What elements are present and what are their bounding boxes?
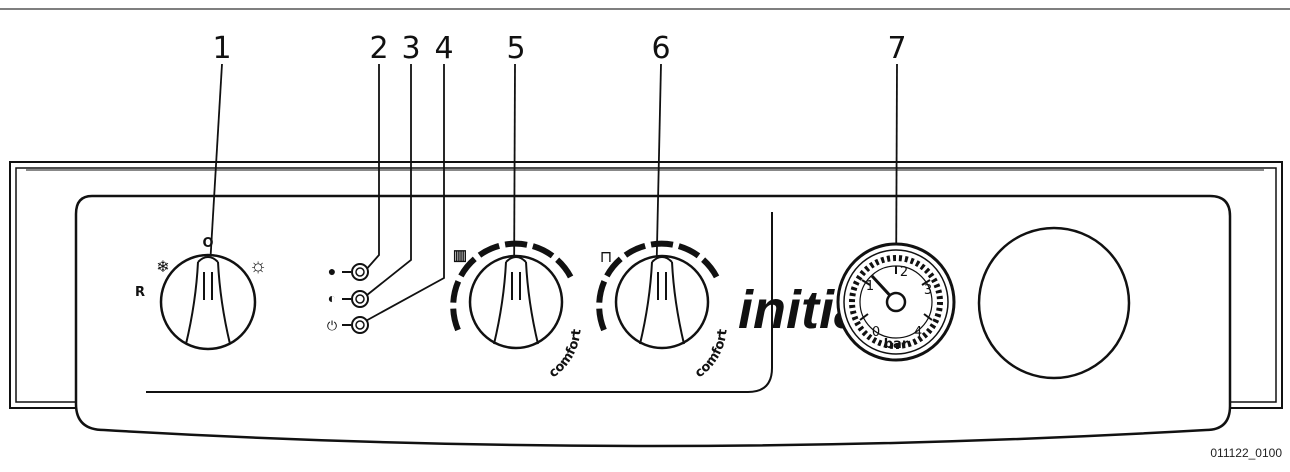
callout-6: 6 xyxy=(651,31,670,66)
gauge-scale-1: 1 xyxy=(866,279,874,294)
figure-id: 011122_0100 xyxy=(1210,446,1282,460)
radiator-icon: ▥ xyxy=(453,247,467,264)
round-cover xyxy=(977,226,1131,380)
gauge-scale-0: 0 xyxy=(872,325,880,340)
indicator-lamps: ● ◐ ⏻ xyxy=(327,263,369,334)
gauge-ticks xyxy=(859,266,933,321)
mode-selector-knob[interactable]: O R ❄ ☼ xyxy=(135,236,267,351)
power-icon: ⏻ xyxy=(327,318,337,333)
tap-icon: ⊓ xyxy=(600,249,612,266)
hot-water-scale-arc xyxy=(596,240,722,332)
heating-scale-arc xyxy=(450,240,576,332)
callout-3: 3 xyxy=(401,31,420,66)
heating-knob-grip xyxy=(493,256,539,345)
callout-2: 2 xyxy=(369,31,388,66)
callout-1: 1 xyxy=(212,31,231,66)
sun-icon: ☼ xyxy=(249,255,267,277)
knob-body xyxy=(159,253,257,351)
water-drop-icon: ● xyxy=(328,263,336,279)
hot-water-knob-body xyxy=(614,254,710,350)
flame-icon: ◐ xyxy=(328,290,336,306)
lamp-3 xyxy=(351,290,369,308)
gauge-scale-3: 3 xyxy=(924,283,932,298)
callout-numbers: 1 2 3 4 5 6 7 xyxy=(212,31,906,66)
gauge-unit-label: bar xyxy=(884,337,909,352)
hot-water-knob-grip xyxy=(639,256,685,345)
mode-reset-label: R xyxy=(135,285,145,300)
panel-contour-line xyxy=(146,212,773,393)
gauge-hub xyxy=(885,291,907,313)
heating-knob-body xyxy=(468,254,564,350)
callout-7: 7 xyxy=(887,31,906,66)
boiler-housing xyxy=(9,161,1283,409)
gauge-scale-4: 4 xyxy=(914,325,922,340)
knob-grip xyxy=(185,256,231,345)
gauge-scale-2: 2 xyxy=(900,265,908,280)
callout-5: 5 xyxy=(506,31,525,66)
callout-4: 4 xyxy=(434,31,453,66)
lamp-2 xyxy=(351,263,369,281)
mode-off-label: O xyxy=(202,236,213,251)
snowflake-icon: ❄ xyxy=(156,259,169,276)
lamp-4 xyxy=(351,316,369,334)
pressure-gauge: 0 1 2 3 4 bar xyxy=(836,242,956,362)
